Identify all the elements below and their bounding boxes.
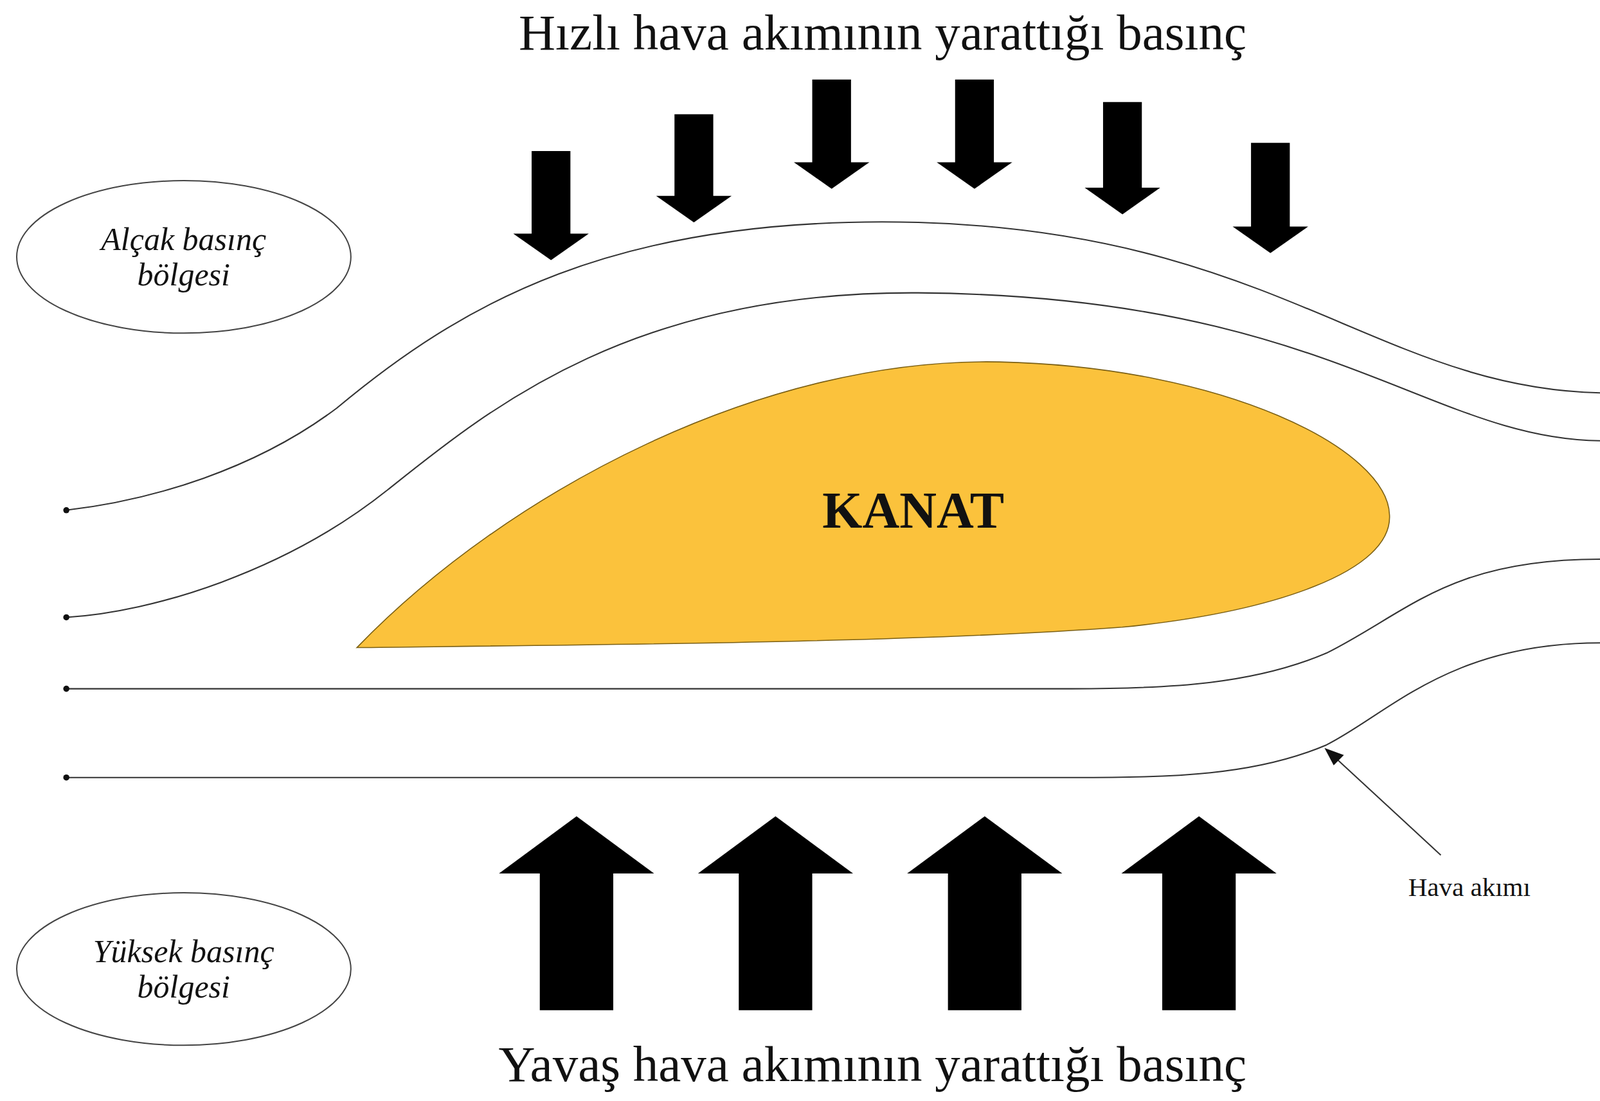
leader-arrowhead (1324, 748, 1344, 766)
airflow-label: Hava akımı (1408, 872, 1531, 902)
high-pressure-region: Yüksek basınç bölgesi (15, 891, 353, 1047)
pressure-arrow (936, 79, 1012, 189)
pressure-arrow (498, 816, 654, 1011)
pressure-arrow (512, 151, 589, 261)
region-label: Alçak basınç bölgesi (61, 221, 306, 293)
wing-label: KANAT (822, 482, 1005, 539)
pressure-arrow (1084, 102, 1160, 215)
streamline-end (62, 507, 70, 514)
low-pressure-region: Alçak basınç bölgesi (15, 179, 353, 335)
region-label: Yüksek basınç bölgesi (61, 934, 306, 1005)
pressure-arrow (1232, 142, 1309, 253)
wing-airfoil: KANAT (354, 354, 1396, 656)
pressure-arrow (656, 114, 732, 223)
streamline-end (62, 685, 70, 693)
bottom-pressure-caption: Yavaş hava akımının yarattığı basınç (498, 1036, 1247, 1093)
streamline (66, 642, 1600, 778)
pressure-arrow (698, 816, 854, 1011)
streamline-end (62, 614, 70, 621)
streamline-end (62, 774, 70, 782)
pressure-arrow (1121, 816, 1277, 1011)
pressure-arrow (793, 79, 870, 189)
leader-line (1334, 757, 1441, 855)
top-pressure-caption: Hızlı hava akımının yarattığı basınç (518, 4, 1247, 61)
pressure-arrow (907, 816, 1062, 1011)
